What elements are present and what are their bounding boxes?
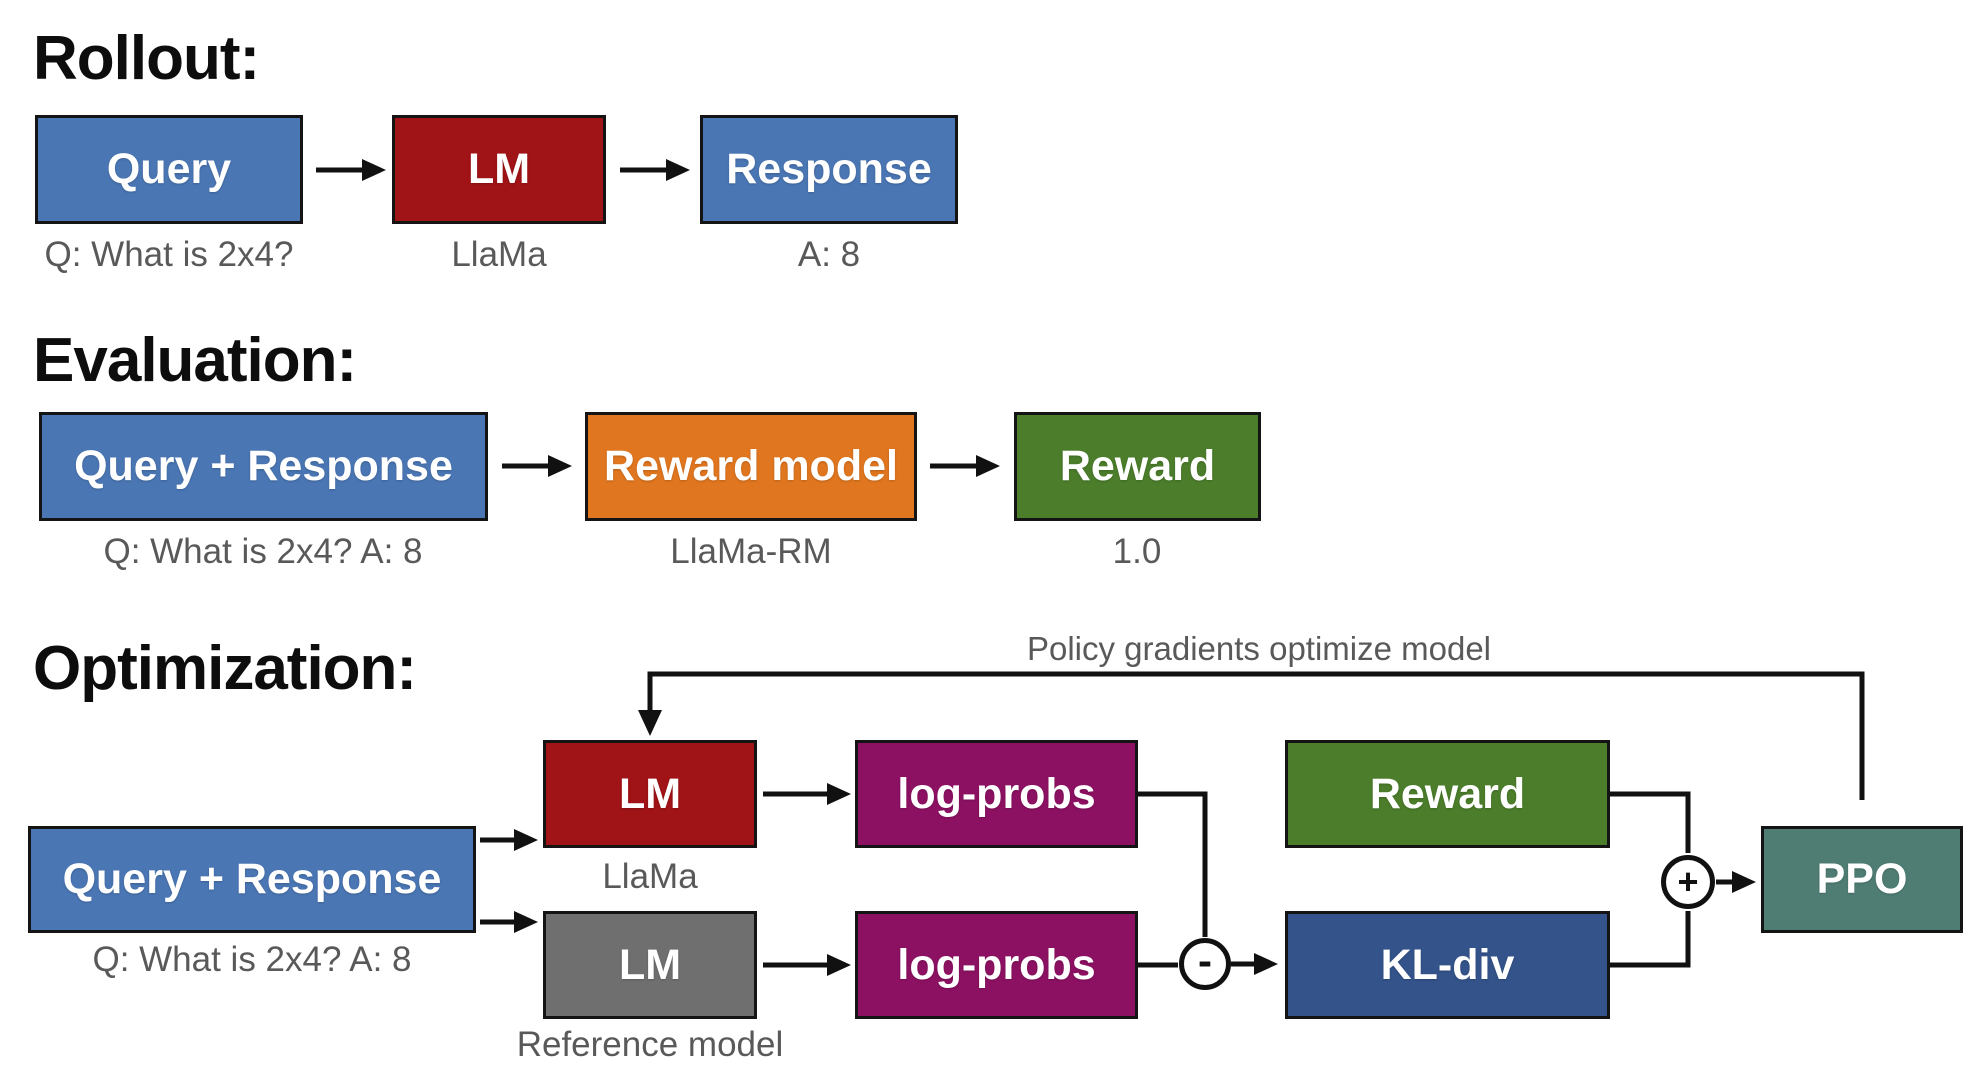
rollout-lm-caption: LlaMa (451, 235, 547, 274)
arrow-plus-to-ppo (1716, 871, 1756, 893)
arrow-minus-to-kl (1231, 953, 1278, 975)
query-response-opt-box: Query + Response (28, 826, 476, 933)
policy-lm-box: LM (543, 740, 757, 848)
arrow-qr-to-reference-lm (480, 911, 538, 933)
plus-operator-circle: + (1661, 855, 1715, 909)
kl-div-box: KL-div (1285, 911, 1610, 1019)
reference-logprobs-box-label: log-probs (897, 940, 1096, 989)
policy-gradients-label: Policy gradients optimize model (1026, 630, 1492, 667)
reward-eval-box-label: Reward (1059, 442, 1216, 490)
connector-reward-to-plus (1610, 791, 1691, 853)
arrow-policy-lm-to-logprobs (763, 783, 851, 805)
query-box: Query (35, 115, 303, 224)
arrow-reward-model-to-reward (930, 455, 1000, 477)
arrow-lm-to-response (620, 159, 690, 181)
query-response-eval-box: Query + Response (39, 412, 488, 521)
reference-lm-box-label: LM (618, 940, 682, 989)
arrow-qr-to-reward-model (502, 455, 572, 477)
query-response-eval-caption: Q: What is 2x4? A: 8 (103, 532, 423, 571)
rollout-lm-box-label: LM (467, 145, 531, 193)
response-box-label: Response (726, 145, 932, 193)
policy-logprobs-box: log-probs (855, 740, 1138, 848)
reward-opt-box: Reward (1285, 740, 1610, 848)
reward-eval-box: Reward (1014, 412, 1261, 521)
connector-kl-to-plus (1610, 911, 1691, 968)
reference-lm-caption: Reference model (516, 1025, 784, 1064)
reward-model-caption: LlaMa-RM (670, 532, 832, 571)
rollout-heading: Rollout: (33, 24, 260, 93)
reward-eval-caption: 1.0 (1112, 532, 1162, 571)
minus-operator-circle: - (1179, 938, 1231, 990)
reference-lm-box: LM (543, 911, 757, 1019)
evaluation-heading: Evaluation: (33, 326, 357, 395)
ppo-box-label: PPO (1816, 855, 1908, 903)
arrow-query-to-lm (316, 159, 386, 181)
response-box: Response (700, 115, 958, 224)
arrow-reference-lm-to-logprobs (763, 954, 851, 976)
query-response-opt-box-label: Query + Response (62, 855, 442, 903)
optimization-heading: Optimization: (33, 634, 417, 703)
feedback-loop-line (638, 671, 1865, 800)
query-response-eval-box-label: Query + Response (74, 442, 453, 490)
policy-lm-box-label: LM (618, 769, 682, 818)
reward-model-box: Reward model (585, 412, 917, 521)
reward-model-box-label: Reward model (604, 442, 898, 490)
query-box-label: Query (106, 145, 232, 193)
rollout-lm-box: LM (392, 115, 606, 224)
response-caption: A: 8 (797, 235, 861, 274)
query-response-opt-caption: Q: What is 2x4? A: 8 (92, 940, 412, 979)
policy-lm-caption: LlaMa (602, 857, 698, 896)
arrow-qr-to-policy-lm (480, 829, 538, 851)
reward-opt-box-label: Reward (1369, 769, 1526, 818)
reference-logprobs-box: log-probs (855, 911, 1138, 1019)
connector-policy-logprobs-to-minus (1138, 791, 1208, 937)
ppo-box: PPO (1761, 826, 1963, 933)
policy-logprobs-box-label: log-probs (897, 769, 1096, 818)
query-caption: Q: What is 2x4? (44, 235, 294, 274)
kl-div-box-label: KL-div (1380, 940, 1515, 989)
